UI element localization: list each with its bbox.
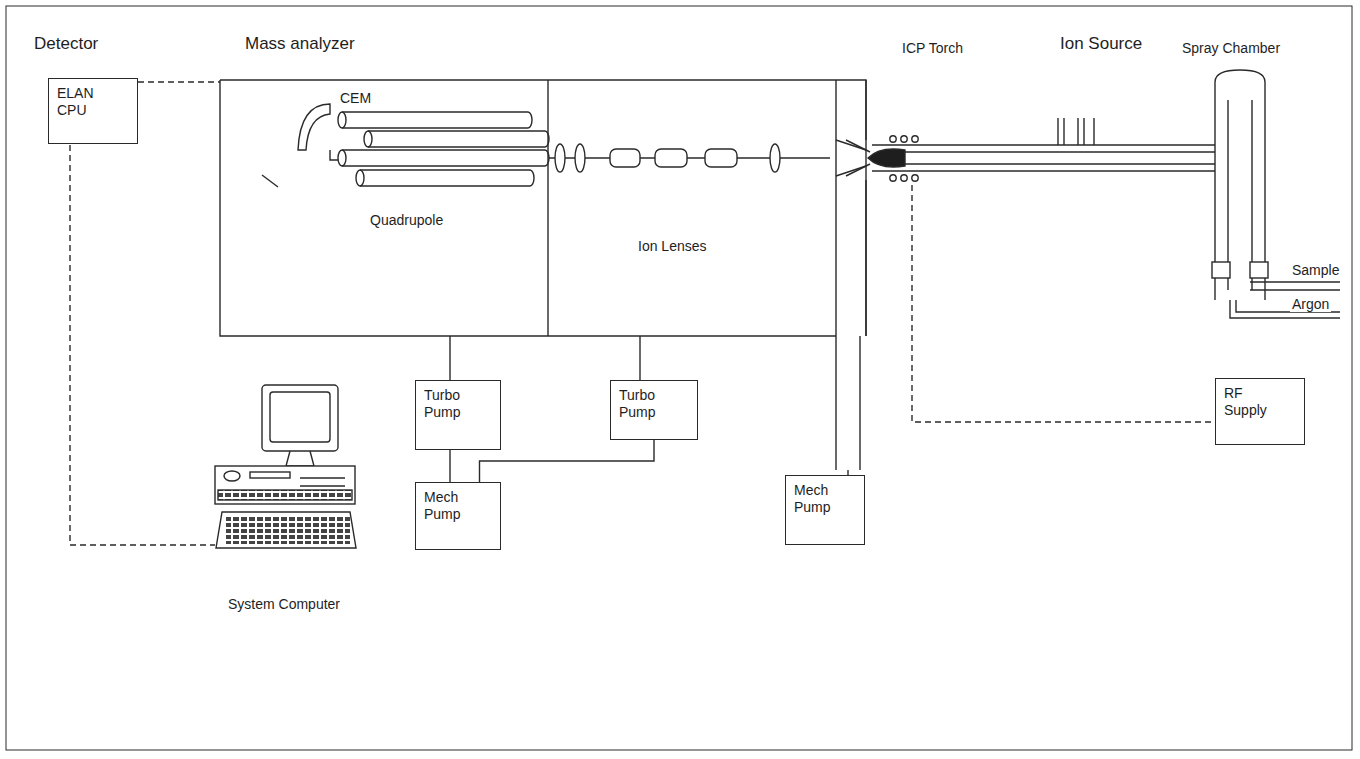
frame xyxy=(6,6,1352,750)
box-label: Mech Pump xyxy=(794,482,844,516)
pump-box: Turbo Pump xyxy=(415,380,501,450)
system-computer xyxy=(215,385,356,548)
supply-box: RF Supply xyxy=(1215,378,1305,445)
vacuum-line xyxy=(480,440,655,482)
signal-lines xyxy=(70,82,1215,545)
cem-detector xyxy=(262,104,330,187)
pump-box: Mech Pump xyxy=(785,475,865,545)
spray-chamber xyxy=(1212,70,1340,318)
box-label: Turbo Pump xyxy=(424,387,474,421)
section-heading: Mass analyzer xyxy=(243,34,357,54)
pump-box: Mech Pump xyxy=(415,482,501,550)
cpu-box: ELAN CPU xyxy=(48,78,138,144)
part-label: Ion Lenses xyxy=(636,238,709,254)
part-label: Quadrupole xyxy=(368,212,445,228)
section-heading: Ion Source xyxy=(1058,34,1144,54)
part-label: CEM xyxy=(338,90,373,106)
part-label: ICP Torch xyxy=(900,40,965,56)
ion-lenses xyxy=(549,140,870,176)
quadrupole-rods xyxy=(330,112,549,186)
part-label: Spray Chamber xyxy=(1180,40,1282,56)
vacuum-housing xyxy=(220,80,866,470)
box-label: Turbo Pump xyxy=(619,387,669,421)
section-heading: Detector xyxy=(32,34,100,54)
pump-box: Turbo Pump xyxy=(610,380,698,440)
icp-torch xyxy=(868,118,1215,181)
part-label: System Computer xyxy=(226,596,342,612)
box-label: ELAN CPU xyxy=(57,85,109,119)
part-label: Argon xyxy=(1290,296,1331,312)
vacuum-line xyxy=(449,450,450,482)
box-label: RF Supply xyxy=(1224,385,1280,419)
part-label: Sample xyxy=(1290,262,1341,278)
box-label: Mech Pump xyxy=(424,489,474,523)
